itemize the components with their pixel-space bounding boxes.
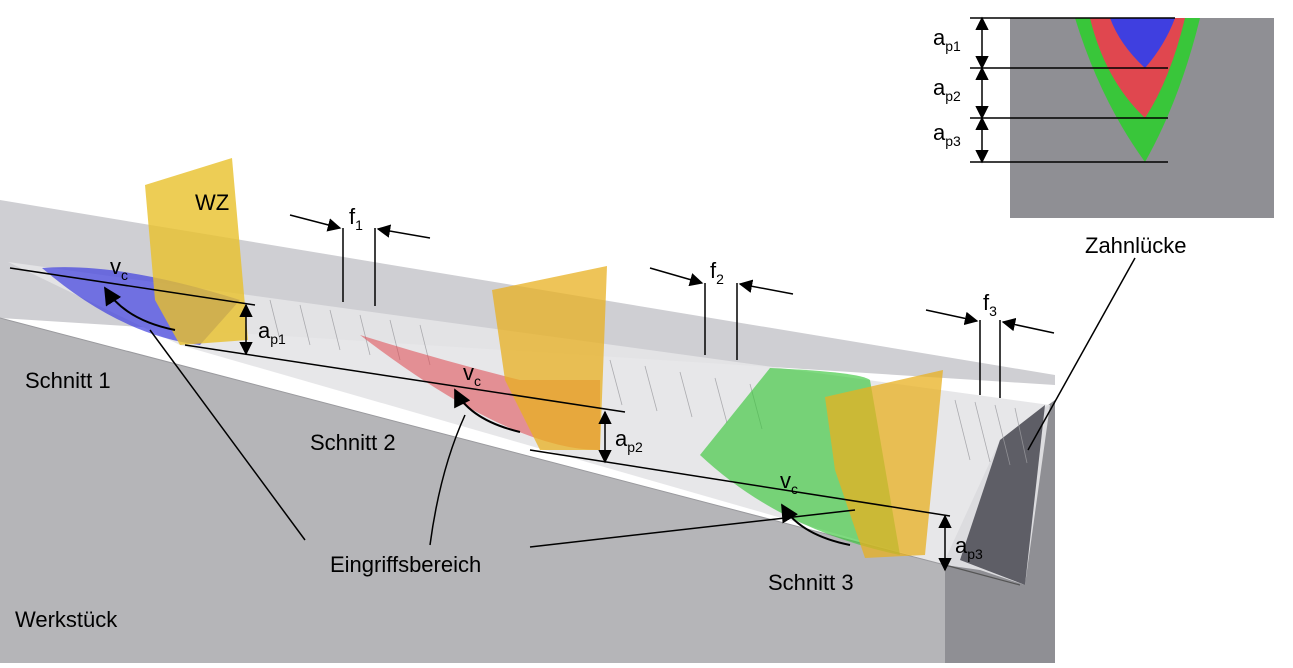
ap1-label: ap1 xyxy=(258,318,286,347)
f3-label: f3 xyxy=(983,290,997,319)
vc-arrow-cut3 xyxy=(781,503,851,546)
cut3-label: Schnitt 3 xyxy=(768,570,854,595)
workpiece-label: Werkstück xyxy=(15,607,118,632)
groove-end-face xyxy=(960,405,1045,585)
vc-label-cut3: vc xyxy=(780,468,798,497)
leader-lines xyxy=(149,257,1136,548)
engagement-area-label: Eingriffsbereich xyxy=(330,552,481,577)
inset-ap1-label: ap1 xyxy=(933,25,961,54)
f2-dimension xyxy=(649,267,794,360)
tooth-gap-label: Zahnlücke xyxy=(1085,233,1187,258)
cut1-label: Schnitt 1 xyxy=(25,368,111,393)
ap3-label: ap3 xyxy=(955,533,983,562)
groove-hatching xyxy=(269,299,1028,466)
inset-tooth-gap xyxy=(970,16,1274,218)
f2-label: f2 xyxy=(710,258,724,287)
tool-cut1 xyxy=(145,158,248,345)
tool-label: WZ xyxy=(195,190,229,215)
f1-label: f1 xyxy=(349,204,363,233)
inset-ap3-label: ap3 xyxy=(933,120,961,149)
ap2-label: ap2 xyxy=(615,426,643,455)
inset-ap2-label: ap2 xyxy=(933,75,961,104)
vc-label-cut2: vc xyxy=(463,360,481,389)
f3-dimension xyxy=(925,309,1055,398)
vc-label-cut1: vc xyxy=(110,254,128,283)
workpiece-front-face xyxy=(0,318,1055,663)
vc-arrow-cut2 xyxy=(454,388,521,433)
vc-arrow-cut1 xyxy=(104,286,176,331)
cut2-label: Schnitt 2 xyxy=(310,430,396,455)
f1-dimension xyxy=(289,214,431,306)
tool-cut2 xyxy=(492,266,607,450)
